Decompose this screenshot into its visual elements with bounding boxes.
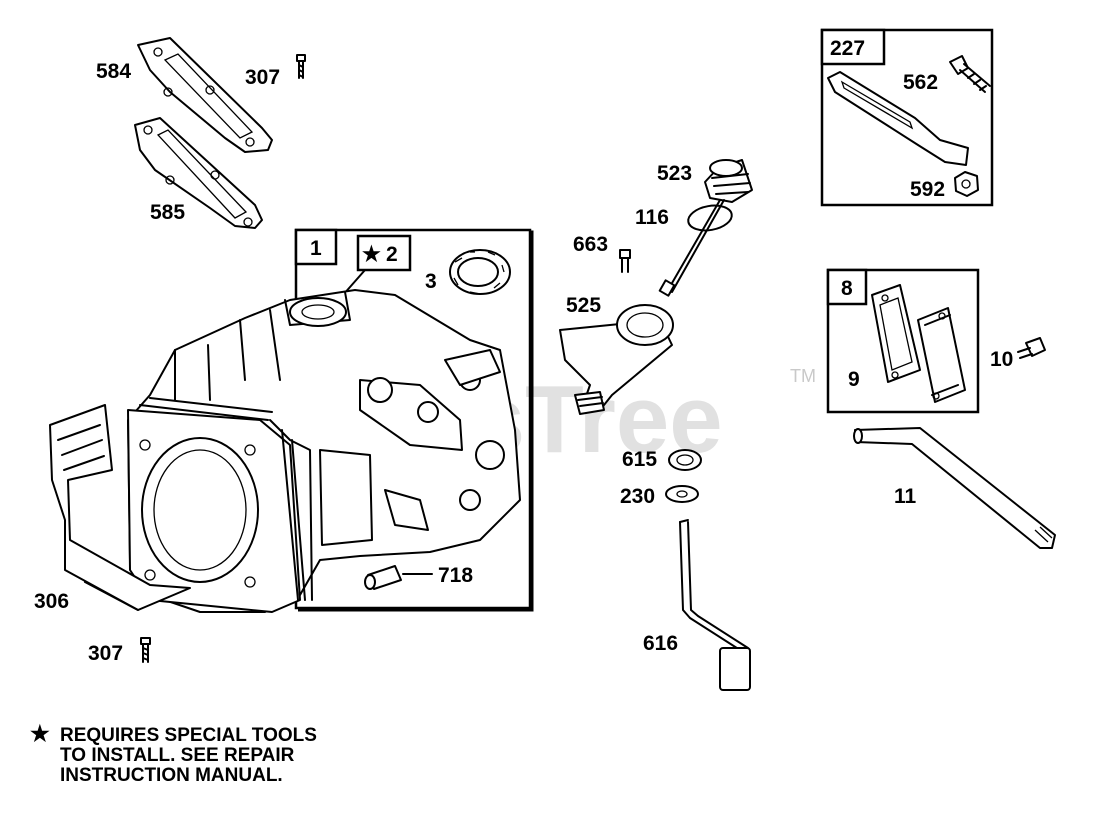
seal-615-illustration [668,449,702,471]
dipstick-tube-525-illustration [559,304,674,415]
note-line-3: INSTRUCTION MANUAL. [60,765,283,786]
cylinder-block-illustration [127,289,521,613]
gasket-585-illustration [134,117,263,229]
callout-307-bottom: 307 [88,642,123,665]
callout-584: 584 [96,60,131,83]
breather-assembly-box: 8 [826,268,980,414]
callout-585: 585 [150,201,185,224]
callout-227: 227 [830,37,865,60]
note-line-1: REQUIRES SPECIAL TOOLS [60,725,317,746]
callout-307-top: 307 [245,66,280,89]
dipstick-cap-523-illustration [658,159,753,297]
callout-2-star: ★ [362,243,381,266]
watermark-tm: TM [790,366,816,386]
o-ring-116-illustration [687,204,733,232]
air-guide-306-illustration [49,404,191,611]
special-tools-note: ★ REQUIRES SPECIAL TOOLS TO INSTALL. SEE… [30,721,390,786]
screw-307-bottom-illustration [140,637,151,663]
gasket-9-illustration [871,284,921,383]
bracket-assembly-box: 227 [820,28,994,207]
washer-230-illustration [665,485,699,503]
callout-592: 592 [910,178,945,201]
callout-616: 616 [643,632,678,655]
screw-307-top-illustration [296,54,306,79]
callout-525: 525 [566,294,601,317]
callout-523: 523 [657,162,692,185]
callout-1: 1 [310,237,322,260]
callout-615: 615 [622,448,657,471]
callout-10: 10 [990,348,1013,371]
callout-8: 8 [841,277,853,300]
nut-592-illustration [954,171,979,197]
callout-718: 718 [438,564,473,587]
callout-230: 230 [620,485,655,508]
bolt-562-illustration [949,55,991,93]
callout-663: 663 [573,233,608,256]
callout-9: 9 [848,368,860,391]
dowel-pin-718-illustration [364,565,433,590]
callout-11: 11 [894,485,917,508]
governor-shaft-616-illustration [679,519,751,691]
callout-3: 3 [425,270,437,293]
note-line-2: TO INSTALL. SEE REPAIR [60,745,295,766]
screw-663-illustration [619,249,631,273]
star-icon: ★ [30,721,50,746]
screw-10-illustration [1017,337,1046,359]
callout-562: 562 [903,71,938,94]
callout-116: 116 [635,206,669,229]
gasket-584-illustration [137,37,273,153]
breather-cover-illustration [917,307,966,403]
oil-seal-3-illustration [449,249,511,295]
callout-306: 306 [34,590,69,613]
callout-2: 2 [386,243,398,266]
breather-tube-11-illustration [853,427,1056,549]
